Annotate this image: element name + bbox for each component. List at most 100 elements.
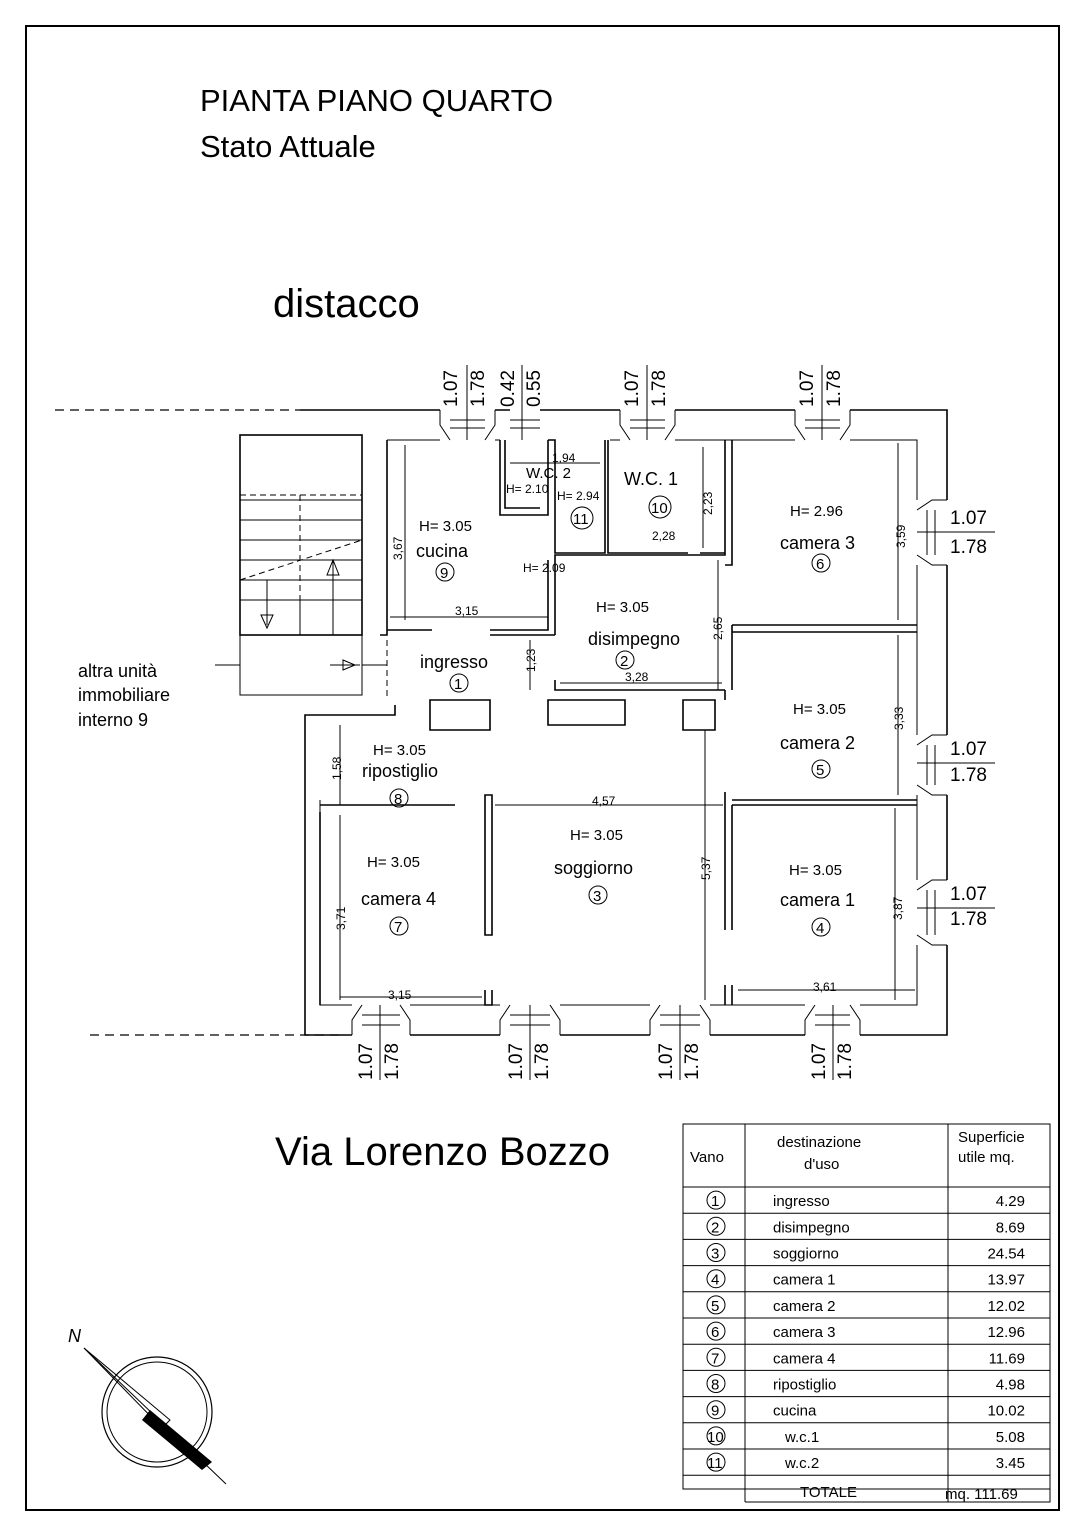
table-vano-number: 3 <box>711 1246 719 1263</box>
svg-text:1.78: 1.78 <box>649 370 670 407</box>
table-vano-circle <box>706 1452 726 1472</box>
room-camera3-name: camera 3 <box>780 533 855 553</box>
window-dimensions: 1.07 1.78 0.42 0.55 1.07 1.78 1.07 1.78 … <box>356 365 995 1080</box>
table-header-sup-2: utile mq. <box>958 1149 1015 1166</box>
svg-text:6: 6 <box>816 556 824 573</box>
dim-3-67: 3,67 <box>391 536 405 560</box>
svg-text:1.07: 1.07 <box>656 1043 677 1080</box>
table-vano-circle <box>706 1269 726 1289</box>
svg-text:1.07: 1.07 <box>356 1043 377 1080</box>
room-camera1-height: H= 3.05 <box>789 862 842 879</box>
table-sup-cell: 3.45 <box>996 1455 1025 1472</box>
table-dest-cell: disimpegno <box>773 1219 850 1236</box>
dim-1-94: 1,94 <box>552 451 576 465</box>
table-vano-number: 9 <box>711 1403 719 1420</box>
plan-subtitle: Stato Attuale <box>200 129 376 164</box>
table-sup-cell: 13.97 <box>987 1272 1025 1289</box>
room-camera2-height: H= 3.05 <box>793 701 846 718</box>
svg-text:interno 9: interno 9 <box>78 710 148 730</box>
room-labels: ingresso 1 H= 3.05 disimpegno 2 H= 3.05 … <box>361 465 855 937</box>
dimension-lines: 1,94 2,23 2,28 3,67 3,15 3,59 2,65 1,23 … <box>330 443 915 1002</box>
dim-3-15-cucina: 3,15 <box>455 604 479 618</box>
table-header-dest-2: d'uso <box>804 1156 839 1173</box>
room-disimpegno-height: H= 3.05 <box>596 599 649 616</box>
svg-text:2: 2 <box>620 653 628 670</box>
svg-text:1.78: 1.78 <box>835 1043 856 1080</box>
height-wc2: H= 2.10 <box>506 482 549 496</box>
dim-3-33: 3,33 <box>892 706 906 730</box>
room-ingresso-name: ingresso <box>420 652 488 672</box>
table-vano-number: 11 <box>707 1455 723 1472</box>
dim-2-65: 2,65 <box>711 616 725 640</box>
dim-5-37: 5,37 <box>699 856 713 880</box>
svg-text:1.07: 1.07 <box>622 370 643 407</box>
svg-text:1.78: 1.78 <box>950 765 987 786</box>
room-camera1-name: camera 1 <box>780 890 855 910</box>
area-table: Vano destinazione d'uso Superficie utile… <box>682 1123 1051 1503</box>
room-wc2-name: W.C. 2 <box>526 465 571 482</box>
height-corridor: H= 2.09 <box>523 561 566 575</box>
svg-text:10: 10 <box>651 500 668 517</box>
table-dest-cell: cucina <box>773 1403 817 1420</box>
svg-text:5: 5 <box>816 762 824 779</box>
table-dest-cell: camera 1 <box>773 1272 836 1289</box>
table-sup-cell: 5.08 <box>996 1429 1025 1446</box>
table-vano-circle <box>706 1216 726 1236</box>
room-camera4-name: camera 4 <box>361 889 436 909</box>
svg-text:11: 11 <box>573 511 589 528</box>
table-vano-circle <box>706 1426 726 1446</box>
table-dest-cell: w.c.2 <box>784 1455 819 1472</box>
table-total-label: TOTALE <box>800 1484 857 1501</box>
table-sup-cell: 12.96 <box>987 1324 1025 1341</box>
table-vano-circle <box>706 1374 726 1393</box>
dim-3-28: 3,28 <box>625 670 649 684</box>
staircase <box>215 434 388 700</box>
svg-text:1: 1 <box>454 676 462 693</box>
svg-text:1.78: 1.78 <box>824 370 845 407</box>
svg-text:3: 3 <box>593 888 601 905</box>
room-camera4-height: H= 3.05 <box>367 854 420 871</box>
room-soggiorno-name: soggiorno <box>554 858 633 878</box>
table-dest-cell: ripostiglio <box>773 1377 836 1394</box>
svg-text:1.07: 1.07 <box>950 884 987 905</box>
table-header-vano: Vano <box>690 1149 724 1166</box>
dim-1-58: 1,58 <box>330 756 344 780</box>
table-dest-cell: camera 3 <box>773 1324 836 1341</box>
table-vano-number: 2 <box>711 1219 719 1236</box>
table-sup-cell: 4.29 <box>996 1193 1025 1210</box>
table-vano-circle <box>706 1243 726 1262</box>
table-dest-cell: camera 4 <box>773 1350 836 1367</box>
svg-text:1.07: 1.07 <box>950 508 987 529</box>
table-sup-cell: 8.69 <box>996 1219 1025 1236</box>
room-soggiorno-height: H= 3.05 <box>570 827 623 844</box>
table-vano-circle <box>706 1400 726 1420</box>
svg-text:1.78: 1.78 <box>682 1043 703 1080</box>
svg-text:1.07: 1.07 <box>506 1043 527 1080</box>
room-disimpegno-name: disimpegno <box>588 629 680 649</box>
svg-text:1.78: 1.78 <box>950 537 987 558</box>
table-header-sup-1: Superficie <box>958 1129 1025 1146</box>
room-camera2-name: camera 2 <box>780 733 855 753</box>
dim-2-28: 2,28 <box>652 529 676 543</box>
table-sup-cell: 4.98 <box>996 1377 1025 1394</box>
svg-text:N: N <box>68 1326 82 1346</box>
sheet-border <box>25 25 1060 1511</box>
svg-text:immobiliare: immobiliare <box>78 685 170 705</box>
room-cucina-name: cucina <box>416 541 469 561</box>
svg-text:altra unità: altra unità <box>78 661 158 681</box>
svg-text:1.07: 1.07 <box>441 370 462 407</box>
table-vano-number: 10 <box>707 1429 724 1446</box>
room-ripostiglio-height: H= 3.05 <box>373 742 426 759</box>
dim-3-87: 3,87 <box>891 896 905 920</box>
dim-3-15-camera4: 3,15 <box>388 988 412 1002</box>
svg-text:0.55: 0.55 <box>524 370 545 407</box>
table-header-dest-1: destinazione <box>777 1134 861 1151</box>
table-vano-number: 4 <box>711 1272 719 1289</box>
room-ripostiglio-name: ripostiglio <box>362 761 438 781</box>
svg-text:1.07: 1.07 <box>809 1043 830 1080</box>
table-vano-number: 5 <box>711 1298 719 1315</box>
interior-walls <box>319 439 917 1006</box>
svg-text:9: 9 <box>440 565 448 582</box>
table-sup-cell: 11.69 <box>989 1350 1025 1367</box>
other-unit-note: altra unità immobiliare interno 9 <box>78 661 170 730</box>
